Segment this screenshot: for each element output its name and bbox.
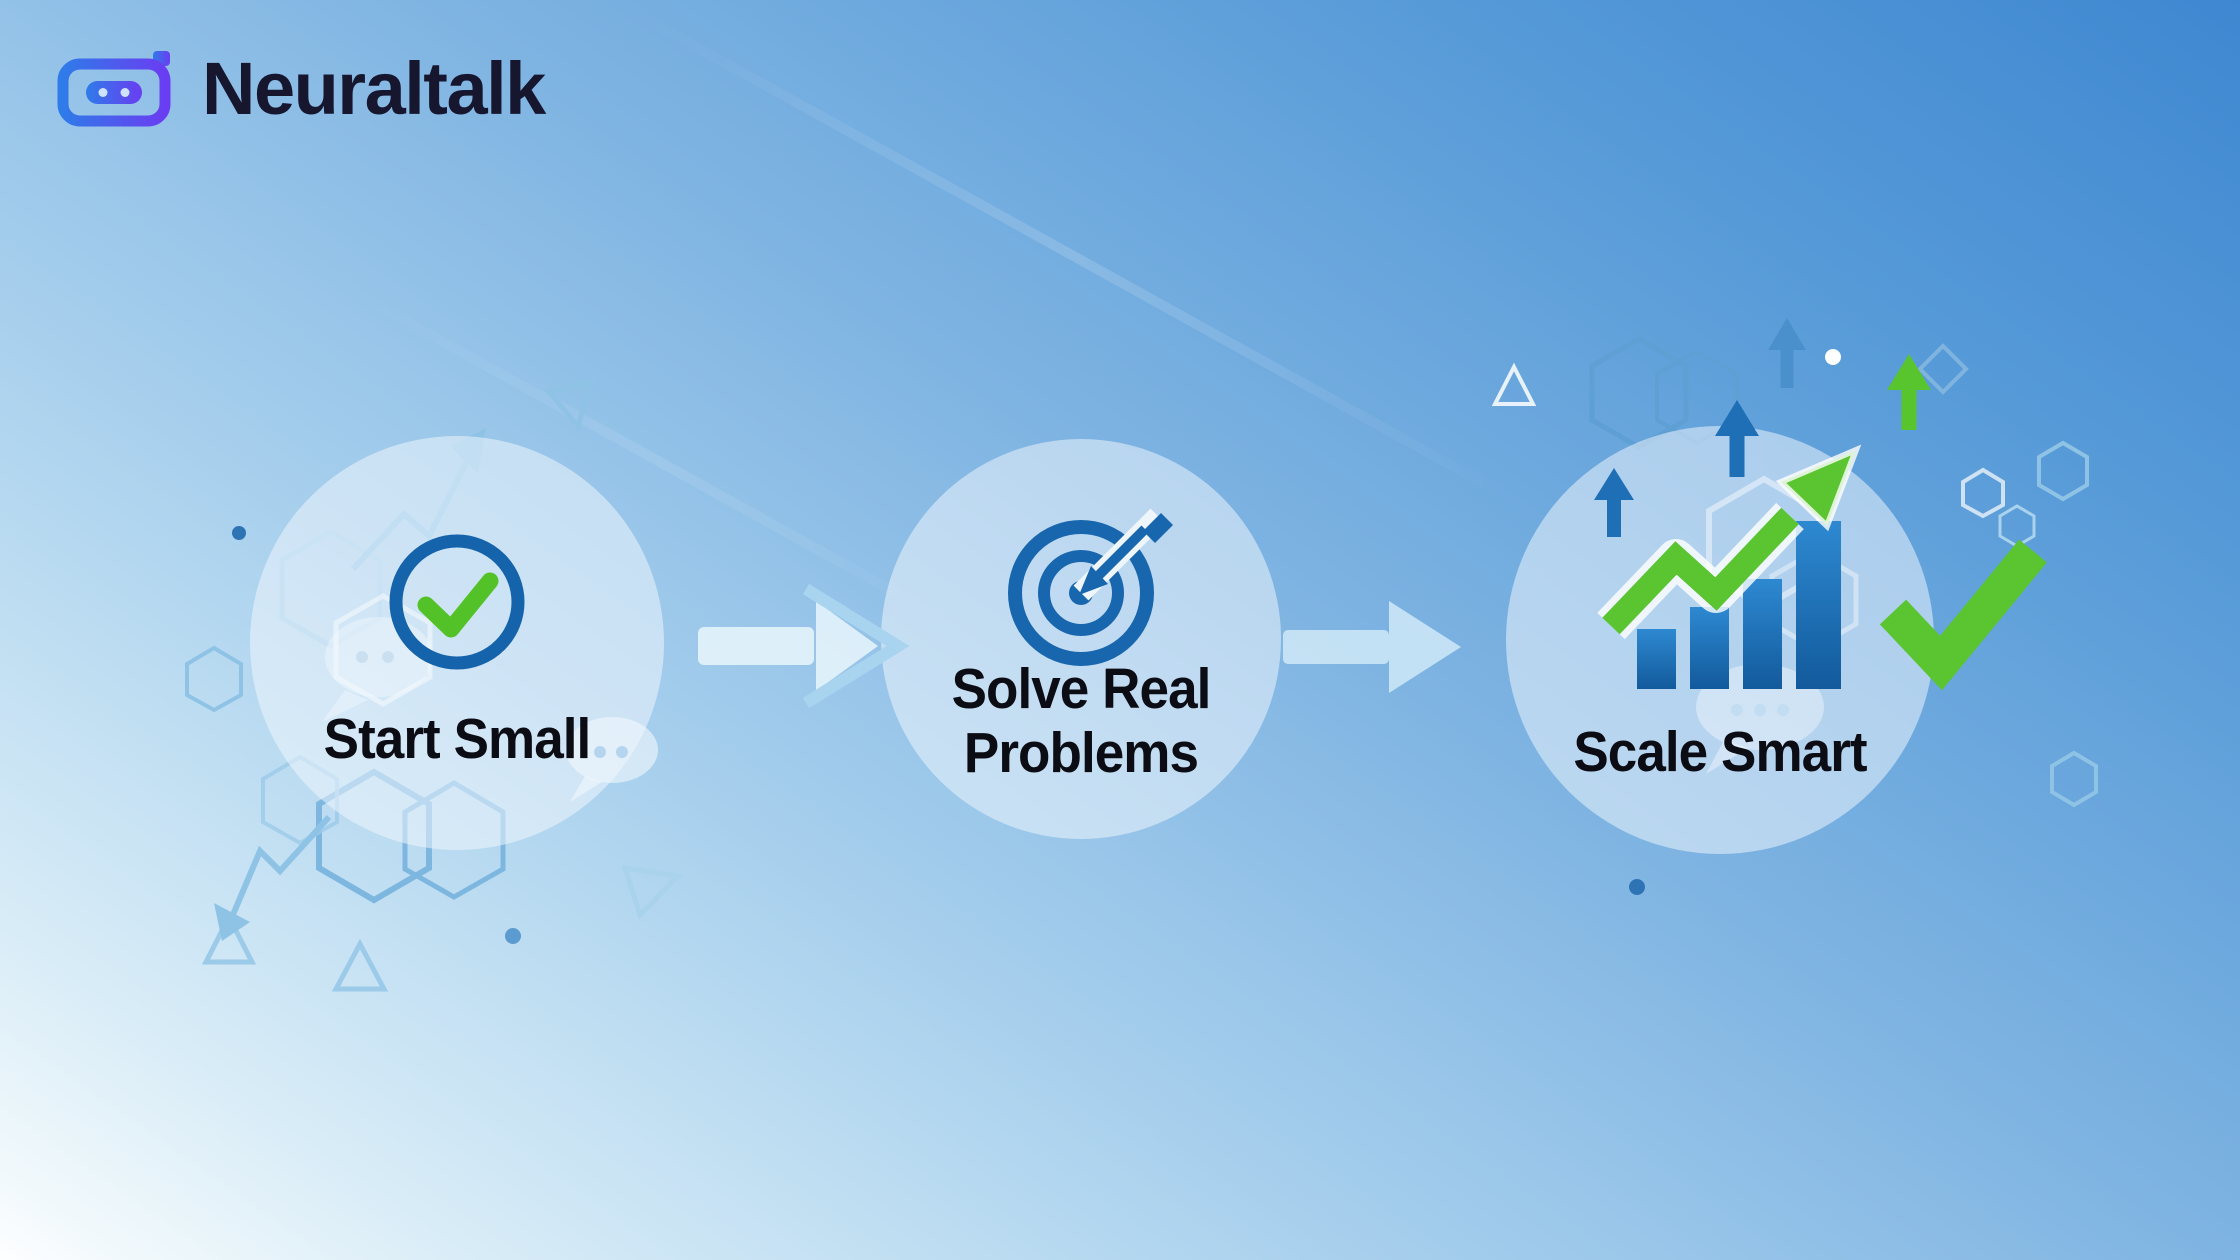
step-label-scale-smart: Scale Smart	[1573, 720, 1867, 784]
robot-chat-icon	[57, 50, 171, 126]
step-circle-solve-real-problems: Solve Real Problems	[881, 439, 1281, 839]
step-circle-start-small: Start Small	[250, 436, 664, 850]
dot-icon	[232, 349, 1841, 944]
step-label-start-small: Start Small	[323, 707, 592, 771]
triangle-outline-icon	[201, 343, 1969, 992]
growth-bar-chart-icon	[1597, 444, 1862, 689]
check-circle-icon	[389, 534, 525, 670]
logo: Neuraltalk	[56, 46, 546, 131]
flow-arrow-right-icon	[1283, 601, 1461, 693]
up-arrow-icon	[1594, 318, 1931, 537]
step-label-solve-real-problems: Solve Real Problems	[951, 657, 1212, 785]
target-bullseye-icon	[1008, 508, 1173, 666]
logo-text: Neuraltalk	[202, 47, 546, 130]
checkmark-icon	[1879, 539, 2047, 691]
flow-arrow-right-icon	[698, 583, 910, 709]
